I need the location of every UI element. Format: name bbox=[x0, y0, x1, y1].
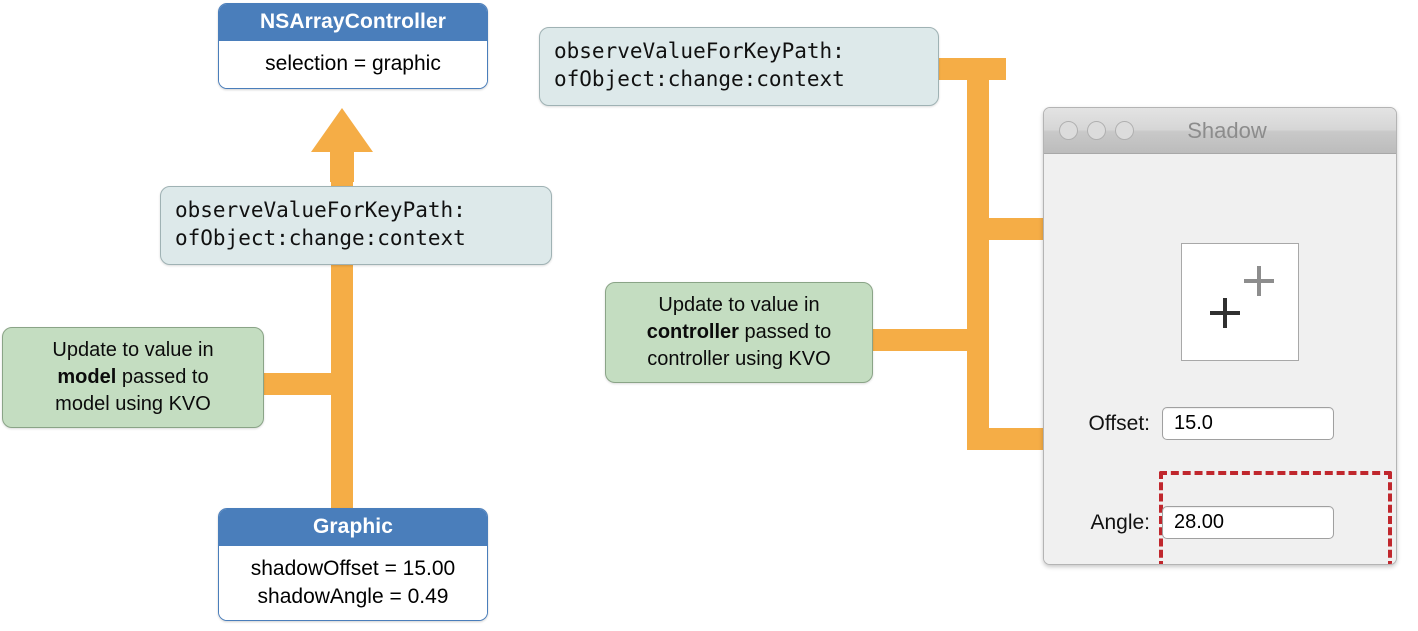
class-box-nsarraycontroller: NSArrayController selection = graphic bbox=[218, 3, 488, 89]
angle-highlight-box bbox=[1159, 471, 1392, 564]
close-button-icon[interactable] bbox=[1059, 121, 1078, 140]
class-name-label: NSArrayController bbox=[219, 4, 487, 41]
class-body: selection = graphic bbox=[219, 41, 487, 88]
shadow-preview-canvas[interactable] bbox=[1181, 243, 1299, 361]
class-attribute-row: shadowOffset = 15.00 bbox=[250, 557, 456, 580]
wire-right-vertical-trunk bbox=[967, 58, 989, 450]
angle-row: Angle: 28.00 bbox=[1074, 506, 1334, 539]
offset-label: Offset: bbox=[1088, 411, 1150, 435]
note-emphasis: model bbox=[57, 365, 117, 388]
arrowhead-up-to-array-controller bbox=[311, 108, 373, 182]
note-line-1: Update to value in bbox=[658, 294, 820, 316]
note-line-3: controller using KVO bbox=[647, 347, 831, 370]
angle-label: Angle: bbox=[1090, 510, 1150, 534]
note-line-3: model using KVO bbox=[55, 392, 211, 415]
wire-model-note-to-trunk bbox=[263, 373, 341, 395]
code-line: observeValueForKeyPath: bbox=[554, 39, 845, 63]
offset-input[interactable]: 15.0 bbox=[1162, 407, 1334, 440]
class-name-label: Graphic bbox=[219, 509, 487, 546]
minimize-button-icon[interactable] bbox=[1087, 121, 1106, 140]
shadow-window[interactable]: Shadow Offset: 15.0 Angle: 28.00 bbox=[1043, 107, 1397, 565]
angle-input[interactable]: 28.00 bbox=[1162, 506, 1334, 539]
note-line-1: Update to value in bbox=[52, 339, 214, 361]
class-attribute-row: selection = graphic bbox=[265, 52, 441, 75]
code-line: ofObject:change:context bbox=[175, 225, 466, 250]
zoom-button-icon[interactable] bbox=[1115, 121, 1134, 140]
class-box-graphic: Graphic shadowOffset = 15.00 shadowAngle… bbox=[218, 508, 488, 622]
note-line-2: model passed to bbox=[15, 364, 251, 391]
plus-shadow-icon bbox=[1244, 266, 1274, 296]
wire-controller-note-to-trunk bbox=[872, 329, 978, 351]
note-controller-update: Update to value in controller passed to … bbox=[605, 282, 873, 384]
code-callout-model-to-controller: observeValueForKeyPath: ofObject:change:… bbox=[160, 186, 552, 265]
code-callout-controller-to-view: observeValueForKeyPath: ofObject:change:… bbox=[539, 27, 939, 106]
window-titlebar[interactable]: Shadow bbox=[1044, 108, 1396, 154]
note-line-2-rest: passed to bbox=[116, 365, 209, 388]
note-model-update: Update to value in model passed to model… bbox=[2, 327, 264, 429]
note-line-2-rest: passed to bbox=[738, 320, 832, 343]
offset-row: Offset: 15.0 bbox=[1074, 407, 1334, 440]
window-content: Offset: 15.0 Angle: 28.00 bbox=[1044, 154, 1396, 564]
class-attribute-row: shadowAngle = 0.49 bbox=[257, 584, 449, 608]
code-line: observeValueForKeyPath: bbox=[175, 198, 466, 222]
plus-main-icon bbox=[1210, 298, 1240, 328]
window-title: Shadow bbox=[1187, 118, 1267, 143]
class-body: shadowOffset = 15.00 shadowAngle = 0.49 bbox=[219, 546, 487, 621]
traffic-lights bbox=[1059, 121, 1134, 140]
code-line: ofObject:change:context bbox=[554, 66, 845, 91]
note-line-2: controller passed to bbox=[618, 319, 860, 346]
note-emphasis: controller bbox=[646, 320, 739, 343]
